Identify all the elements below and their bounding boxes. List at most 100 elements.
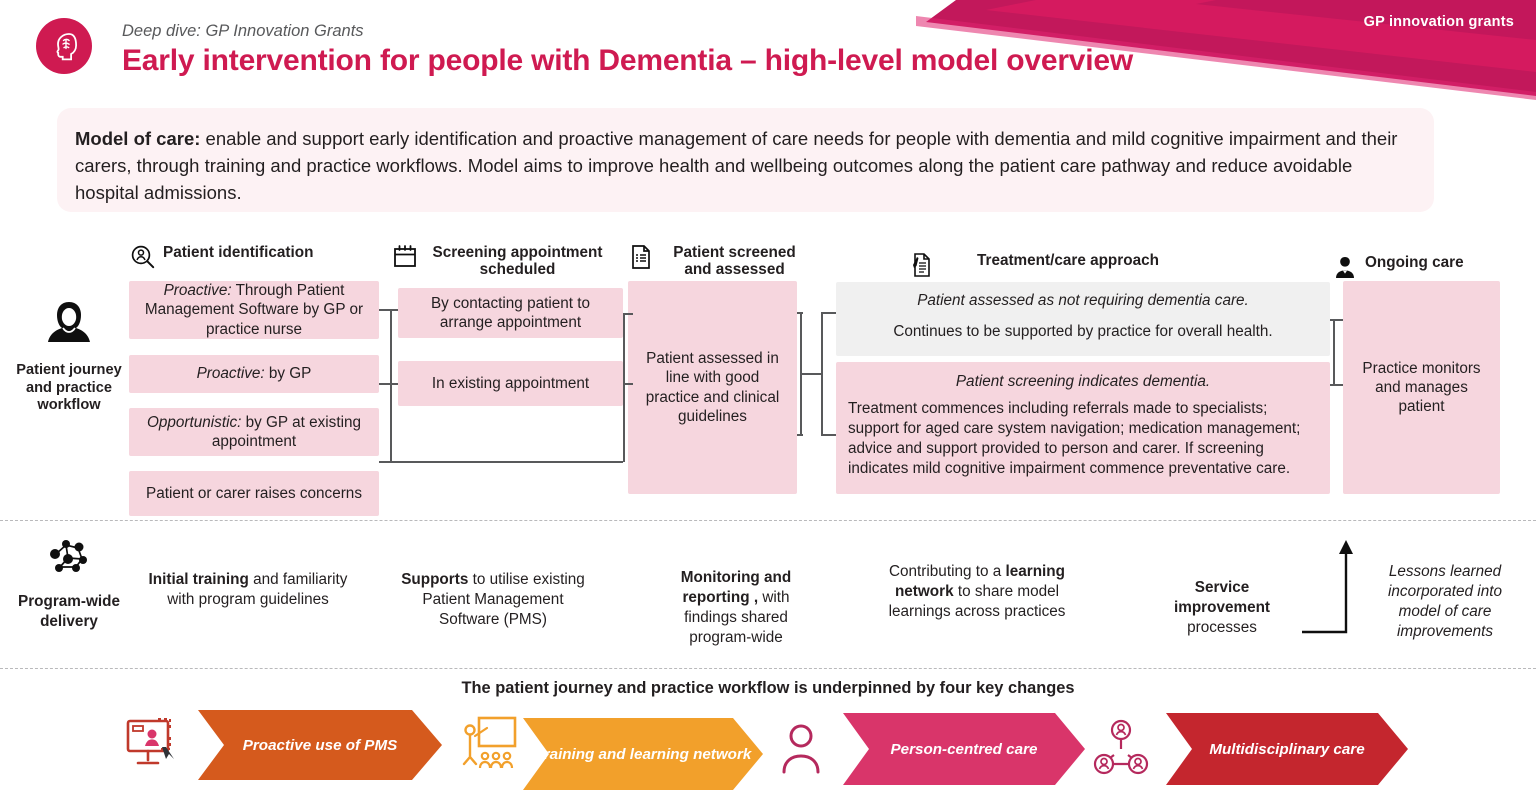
bracket-line [797, 312, 803, 314]
section-divider [0, 520, 1536, 521]
column-header-label: Patient screened and assessed [673, 244, 796, 279]
key-change-label: Person-centred care [890, 740, 1038, 758]
column-header-patient-identification: Patient identification [130, 244, 313, 275]
box-lead: Patient screening indicates dementia. [955, 373, 1211, 390]
teacher-board-icon [457, 712, 521, 781]
monitor-patient-record-icon [124, 713, 186, 780]
workflow-box: Practice monitors and manages patient [1343, 281, 1500, 494]
up-arrow-icon [1300, 536, 1364, 645]
program-item-rest: with findings shared program-wide [684, 588, 790, 646]
key-change-label: Multidisciplinary care [1209, 740, 1365, 758]
column-header-label: Patient identification [163, 244, 314, 261]
program-item-bold: learning network [894, 563, 1065, 600]
workflow-box: Proactive: Through Patient Management So… [129, 281, 379, 339]
program-item: Initial training and familiarity with pr… [148, 570, 348, 610]
brain-head-icon [36, 18, 92, 74]
connector-line [623, 313, 625, 462]
column-header-ongoing-care: Ongoing care [1332, 254, 1464, 285]
key-change-chevron[interactable]: Multidisciplinary care [1166, 713, 1408, 785]
bracket-line [821, 434, 836, 436]
section-divider [0, 668, 1536, 669]
program-item-bold: Monitoring and reporting , [680, 569, 792, 606]
key-change-chevron[interactable]: Training and learning network [523, 718, 763, 790]
connector-line [1330, 319, 1343, 321]
program-item-bold: Initial training [148, 571, 249, 588]
key-change-chevron[interactable]: Person-centred care [843, 713, 1085, 785]
key-change-chevron[interactable]: Proactive use of PMS [198, 710, 442, 780]
box-lead: Proactive: [196, 365, 265, 383]
header-banner-graphic [916, 0, 1536, 100]
program-item: Service improvement processes [1146, 578, 1298, 638]
box-lead: Opportunistic: [147, 413, 242, 431]
column-header-screening-appointment: Screening appointment scheduled [393, 244, 611, 279]
connector-line [379, 461, 623, 463]
program-item: Contributing to a learning network to sh… [888, 562, 1066, 622]
box-lead: Patient assessed as not requiring dement… [917, 292, 1249, 309]
bracket-line [821, 312, 836, 314]
box-text: By contacting patient to arrange appoint… [430, 294, 591, 331]
connector-line [390, 309, 392, 462]
calendar-icon [393, 244, 417, 275]
single-person-icon [778, 722, 824, 783]
page-title: Early intervention for people with Demen… [122, 44, 1134, 77]
program-wide-lane-label: Program-wide delivery [18, 593, 120, 630]
banner-label: GP innovation grants [1363, 14, 1514, 30]
patient-journey-lane-label: Patient journey and practice workflow [16, 362, 122, 413]
workflow-box: Patient screening indicates dementia. Tr… [836, 362, 1330, 494]
connector-line [623, 383, 633, 385]
bracket-line [821, 312, 823, 434]
workflow-box: By contacting patient to arrange appoint… [398, 288, 623, 338]
column-header-patient-screened: Patient screened and assessed [630, 244, 810, 279]
program-item: Supports to utilise existing Patient Man… [400, 570, 586, 630]
patient-journey-lane-icon [42, 298, 96, 361]
program-item-rest: processes [1187, 618, 1257, 636]
document-pen-icon [910, 252, 932, 283]
box-rest: Through Patient Management Software by G… [144, 282, 364, 338]
lessons-learned-text: Lessons learned incorporated into model … [1388, 563, 1502, 640]
box-rest: by GP at existing appointment [211, 413, 361, 450]
workflow-box: Patient assessed in line with good pract… [628, 281, 797, 494]
workflow-box: Patient assessed as not requiring dement… [836, 282, 1330, 356]
key-change-label: Proactive use of PMS [242, 736, 398, 754]
clinician-icon [1332, 254, 1358, 285]
eyebrow-text: Deep dive: GP Innovation Grants [122, 22, 364, 40]
workflow-box: In existing appointment [398, 361, 623, 406]
people-network-icon [1090, 718, 1152, 785]
workflow-box: Opportunistic: by GP at existing appoint… [129, 408, 379, 456]
box-rest: by GP [264, 365, 312, 383]
box-rest: Patient or carer raises concerns [146, 484, 362, 502]
box-rest: Continues to be supported by practice fo… [893, 323, 1273, 341]
program-item-rest: to utilise existing Patient Management S… [422, 571, 585, 628]
box-lead: Proactive: [163, 282, 232, 300]
connector-line [623, 313, 633, 315]
person-search-icon [130, 244, 156, 275]
box-text: Patient assessed in line with good pract… [645, 349, 780, 425]
column-header-treatment-care: Treatment/care approach [910, 252, 1159, 283]
column-header-label: Treatment/care approach [977, 252, 1159, 269]
bracket-line [800, 373, 822, 375]
workflow-box: Patient or carer raises concerns [129, 471, 379, 516]
program-item-rest: to share model learnings across practice… [888, 582, 1066, 620]
box-text: In existing appointment [431, 374, 590, 392]
model-of-care-panel: Model of care: enable and support early … [57, 108, 1434, 212]
connector-line [379, 309, 398, 311]
program-wide-band: Program-wide delivery Initial training a… [0, 528, 1536, 668]
connector-line [1333, 319, 1335, 384]
model-of-care-text: enable and support early identification … [75, 128, 1398, 203]
column-header-label: Ongoing care [1365, 254, 1464, 271]
program-item-rest: and familiarity with program guidelines [167, 571, 348, 608]
program-item: Monitoring and reporting , with findings… [660, 568, 812, 648]
network-nodes-icon [42, 534, 96, 589]
underpin-heading: The patient journey and practice workflo… [461, 679, 1075, 697]
bracket-line [797, 434, 803, 436]
box-rest: Treatment commences including referrals … [848, 400, 1301, 477]
patient-journey-band: Patient identification Screening appoint… [0, 236, 1536, 524]
model-of-care-label: Model of care: [75, 128, 201, 149]
box-text: Practice monitors and manages patient [1362, 359, 1481, 416]
column-header-label: Screening appointment scheduled [432, 244, 603, 279]
connector-line [1330, 384, 1343, 386]
program-item-bold: Supports [401, 571, 469, 588]
program-item-bold: Service improvement [1173, 579, 1271, 616]
key-change-label: Training and learning network [534, 745, 752, 763]
